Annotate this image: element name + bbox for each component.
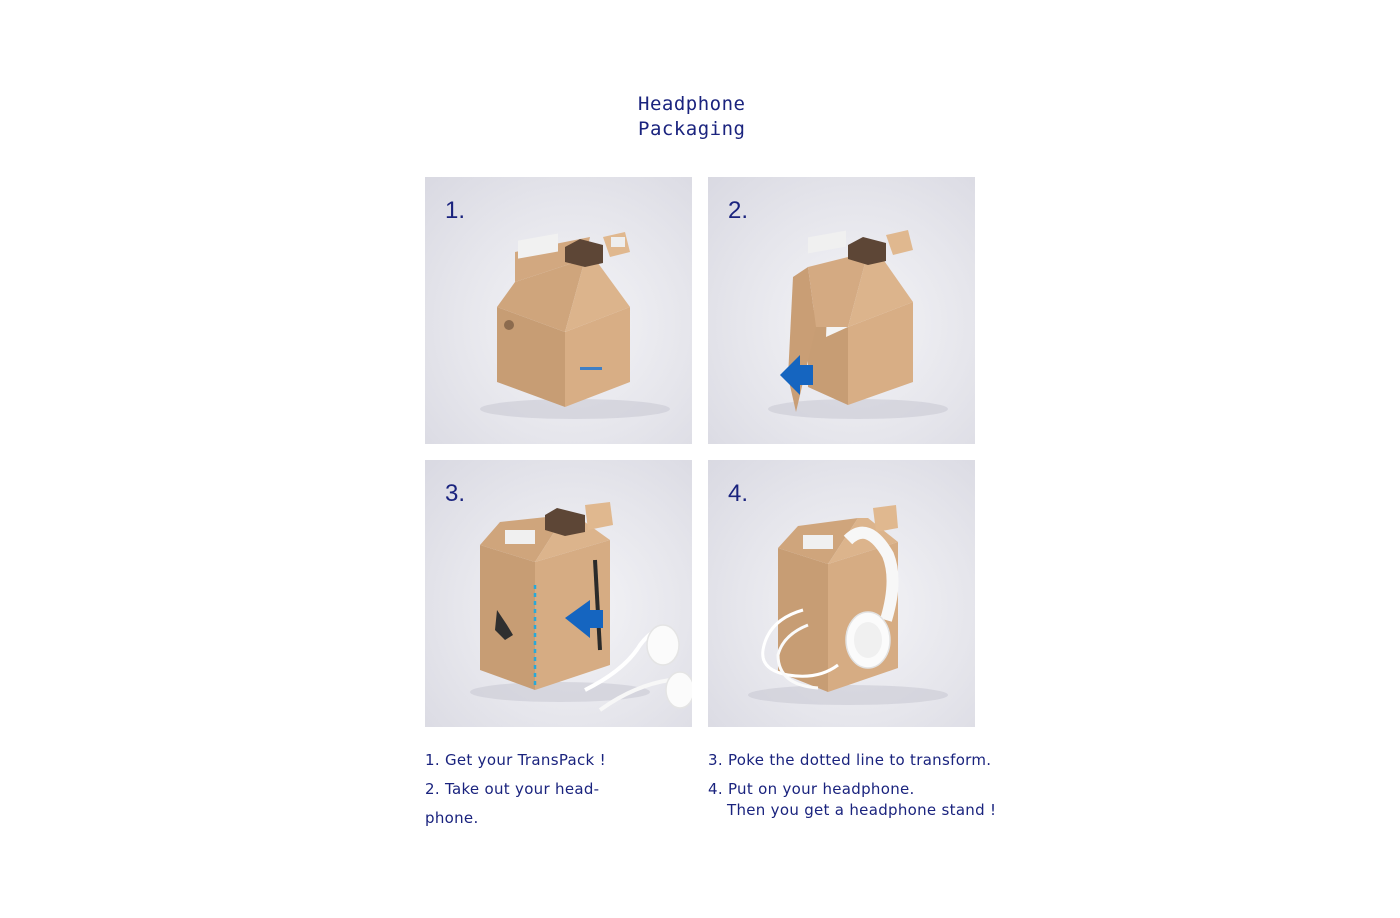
- instruction-step-1: 1. Get your TransPack !: [425, 751, 606, 769]
- instruction-step-2-line-1: 2. Take out your head-: [425, 780, 600, 798]
- step-photo-4: 4.: [708, 460, 975, 727]
- instructions-left: 1. Get your TransPack ! 2. Take out your…: [425, 750, 606, 828]
- instruction-step-3: 3. Poke the dotted line to transform.: [708, 751, 992, 769]
- step-number-3: 3.: [445, 480, 466, 507]
- step-number-1: 1.: [445, 197, 466, 224]
- instructions-right: 3. Poke the dotted line to transform. 4.…: [708, 750, 996, 820]
- packaging-box-opening-illustration: [768, 230, 948, 419]
- instruction-step-2-line-2: phone.: [425, 809, 479, 827]
- packaging-box-closed-illustration: [480, 232, 670, 419]
- instruction-step-4-line-2: Then you get a headphone stand !: [727, 801, 997, 819]
- step-photo-3: 3.: [425, 460, 692, 727]
- title-line-2: Packaging: [638, 118, 746, 140]
- title-line-1: Headphone: [638, 93, 746, 115]
- step-photo-2: 2.: [708, 177, 975, 444]
- step-number-4: 4.: [728, 480, 749, 507]
- headphone-stand-illustration: [748, 505, 948, 705]
- step-number-2: 2.: [728, 197, 749, 224]
- step-photo-1: 1.: [425, 177, 692, 444]
- instruction-step-4-line-1: 4. Put on your headphone.: [708, 780, 915, 798]
- packaging-box-transform-illustration: [470, 502, 692, 712]
- page-title: Headphone Packaging: [638, 92, 745, 142]
